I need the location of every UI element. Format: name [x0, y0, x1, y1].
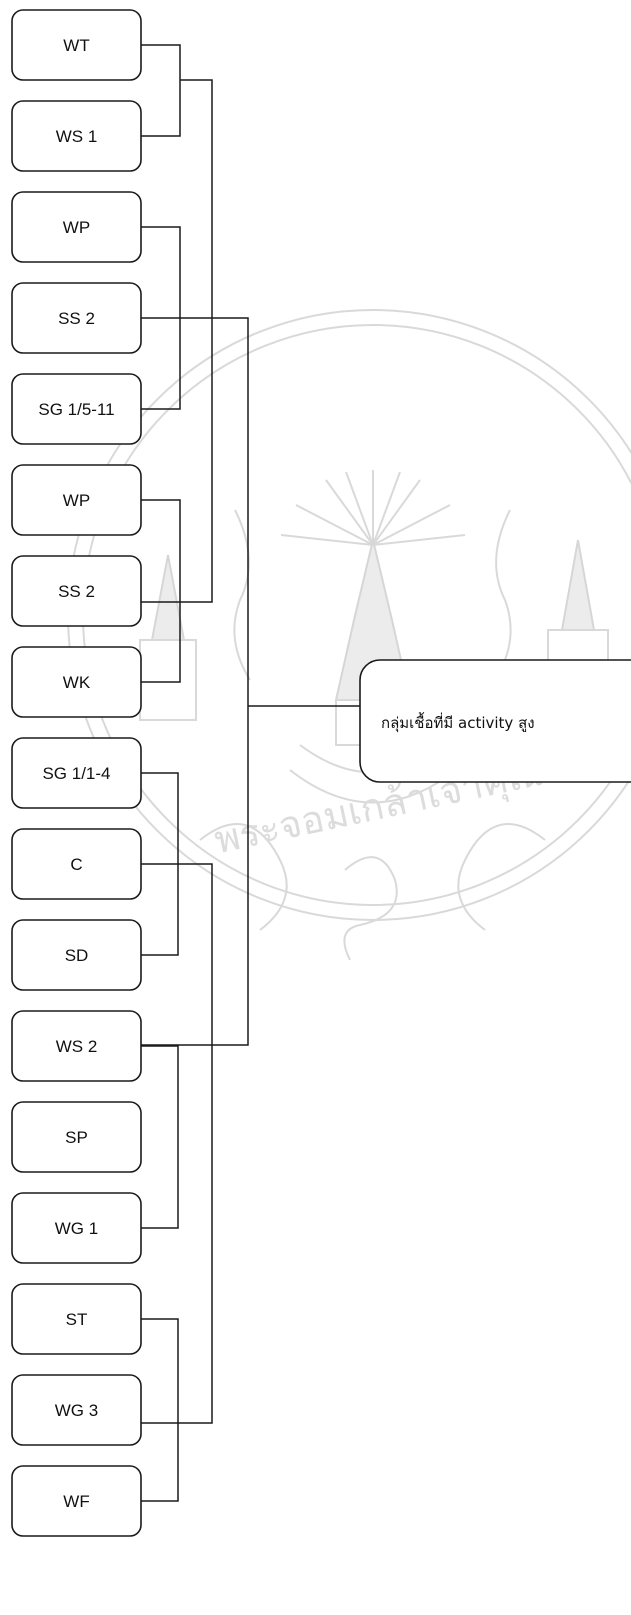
leaf-node: WK	[12, 647, 141, 717]
leaf-label: WK	[63, 673, 91, 692]
leaf-label: ST	[66, 1310, 88, 1329]
leaf-label: WS 1	[56, 127, 98, 146]
leaf-node: ST	[12, 1284, 141, 1354]
leaf-node: WS 2	[12, 1011, 141, 1081]
connector-line	[141, 80, 212, 602]
connector-line	[141, 45, 180, 136]
connector-line	[141, 864, 212, 1423]
leaf-label: SS 2	[58, 309, 95, 328]
leaf-label: SP	[65, 1128, 88, 1147]
leaf-node: SD	[12, 920, 141, 990]
leaf-label: WS 2	[56, 1037, 98, 1056]
left-spire-icon	[152, 555, 184, 640]
leaf-node: WG 1	[12, 1193, 141, 1263]
leaf-node: SG 1/1-4	[12, 738, 141, 808]
right-spire-icon	[562, 540, 594, 630]
result-node: กลุ่มเชื้อที่มี activity สูง	[360, 660, 631, 782]
watermark-emblem: พระจอมเกล้าเจ้าคุณ	[68, 310, 631, 960]
leaf-node: SG 1/5-11	[12, 374, 141, 444]
connector-line	[141, 1319, 178, 1501]
sun-rays-icon	[281, 470, 465, 545]
connector-line	[141, 1046, 178, 1228]
leaf-label: WF	[63, 1492, 89, 1511]
leaf-label: WP	[63, 218, 90, 237]
leaf-node: WF	[12, 1466, 141, 1536]
dendrogram-connectors	[141, 45, 360, 1501]
leaf-node: SP	[12, 1102, 141, 1172]
leaf-node: SS 2	[12, 556, 141, 626]
leaf-label: WP	[63, 491, 90, 510]
result-label: กลุ่มเชื้อที่มี activity สูง	[381, 712, 535, 733]
leaf-node: WP	[12, 192, 141, 262]
leaf-node: SS 2	[12, 283, 141, 353]
leaf-label: SG 1/5-11	[38, 400, 114, 419]
leaf-node: WT	[12, 10, 141, 80]
leaf-label: SD	[65, 946, 89, 965]
leaf-node: WP	[12, 465, 141, 535]
leaf-label: SG 1/1-4	[42, 764, 110, 783]
leaf-label: C	[70, 855, 82, 874]
leaf-node: C	[12, 829, 141, 899]
leaf-label: WT	[63, 36, 89, 55]
leaf-label: WG 1	[55, 1219, 98, 1238]
leaf-node: WG 3	[12, 1375, 141, 1445]
leaf-node: WS 1	[12, 101, 141, 171]
leaf-label: SS 2	[58, 582, 95, 601]
leaf-label: WG 3	[55, 1401, 98, 1420]
